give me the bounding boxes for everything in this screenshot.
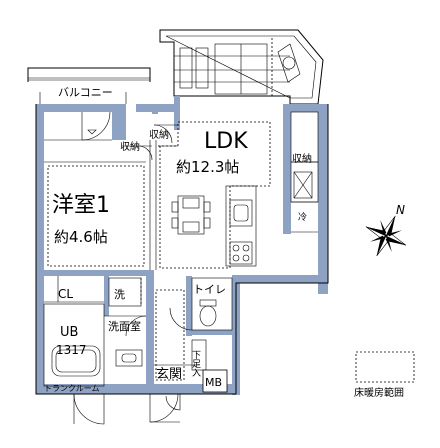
storage-top-label: 収納 — [149, 128, 169, 141]
trunk-room-door — [73, 393, 105, 425]
toilet-room — [169, 277, 233, 331]
trunk-room-label: トランクルーム — [44, 384, 100, 393]
ldk-room — [153, 121, 271, 269]
unit-bath-label: UB — [60, 325, 78, 340]
terrace-deck — [159, 29, 324, 105]
front-door — [149, 393, 181, 423]
western-room — [44, 111, 153, 267]
toilet-label: トイレ — [193, 283, 226, 296]
closet-label: CL — [58, 287, 73, 301]
western-room-name: 洋室1 — [52, 193, 110, 218]
compass-north-label: N — [396, 203, 405, 217]
washroom-label: 洗面室 — [108, 319, 141, 333]
ldk-name: LDK — [204, 129, 248, 154]
compass-rose-icon — [365, 215, 407, 257]
washing-machine-space — [108, 277, 142, 307]
legend-label: 床暖房範囲 — [354, 386, 404, 399]
unit-bath — [43, 303, 105, 387]
closet-cl — [44, 276, 104, 303]
east-storage — [290, 111, 319, 233]
outline — [35, 104, 329, 395]
fridge-label: 冷 — [298, 211, 307, 223]
storage-east-label: 収納 — [292, 152, 312, 165]
washroom — [104, 315, 147, 367]
legend-swatch — [355, 351, 415, 383]
meter-box-label: MB — [205, 376, 222, 389]
western-room-area: 約4.6帖 — [54, 228, 108, 246]
washer-label: 洗 — [114, 288, 125, 301]
storage-west-label: 収納 — [120, 140, 140, 153]
entrance — [154, 289, 228, 393]
shoe-cabinet-label: 下足入 — [190, 350, 201, 377]
balcony — [27, 67, 151, 104]
unit-bath-size: 1317 — [56, 343, 87, 357]
ldk-area: 約12.3帖 — [176, 158, 239, 176]
entrance-label: 玄関 — [156, 367, 182, 382]
balcony-label: バルコニー — [58, 86, 113, 99]
kitchen-counter — [225, 185, 257, 267]
